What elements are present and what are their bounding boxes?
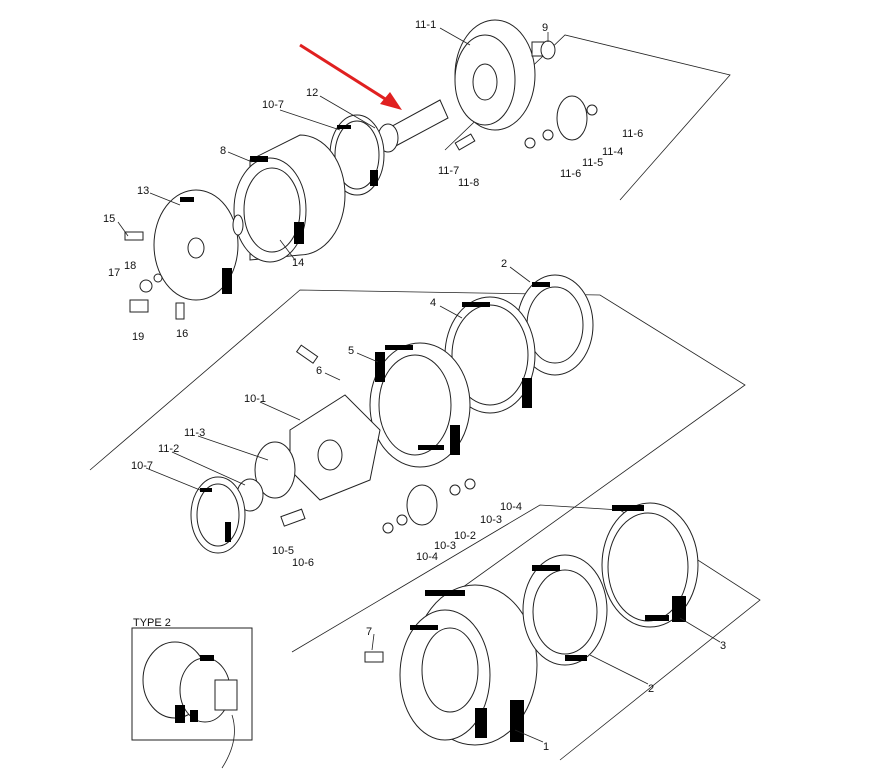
label-15: 15 bbox=[103, 213, 115, 225]
label-11-7: 11-7 bbox=[438, 165, 459, 177]
label-9: 9 bbox=[542, 22, 548, 34]
label-11-3: 11-3 bbox=[184, 427, 205, 439]
label-10-2: 10-2 bbox=[454, 530, 476, 542]
label-10-7-top: 10-7 bbox=[262, 99, 284, 111]
label-18: 18 bbox=[124, 260, 136, 272]
part-5-ring-gear bbox=[369, 342, 471, 468]
type-2-inset: TYPE 2 bbox=[131, 617, 253, 769]
part-13-cover bbox=[153, 189, 244, 301]
label-10-4-b: 10-4 bbox=[416, 551, 438, 563]
label-11-4: 11-4 bbox=[602, 146, 623, 158]
part-2-bearing-upper bbox=[516, 274, 594, 376]
label-13: 13 bbox=[137, 185, 149, 197]
label-8: 8 bbox=[220, 145, 226, 157]
label-14: 14 bbox=[292, 257, 304, 269]
label-11-1: 11-1 bbox=[415, 19, 436, 31]
label-4: 4 bbox=[430, 297, 436, 309]
label-10-3-a: 10-3 bbox=[480, 514, 502, 526]
label-3: 3 bbox=[720, 640, 726, 652]
label-10-3-b: 10-3 bbox=[434, 540, 456, 552]
label-16: 16 bbox=[176, 328, 188, 340]
group-outline-mid bbox=[89, 289, 746, 601]
label-11-5: 11-5 bbox=[582, 157, 603, 169]
label-12: 12 bbox=[306, 87, 318, 99]
part-8-housing bbox=[233, 134, 346, 263]
label-10-7-mid: 10-7 bbox=[131, 460, 153, 472]
part-12-shaft bbox=[377, 99, 449, 153]
part-labels: 11-1 9 12 10-7 8 13 15 17 18 19 16 14 11… bbox=[103, 19, 726, 753]
label-2-upper: 2 bbox=[501, 258, 507, 270]
label-19: 19 bbox=[132, 331, 144, 343]
label-11-2: 11-2 bbox=[158, 443, 179, 455]
type-2-label: TYPE 2 bbox=[133, 617, 171, 629]
mid-small-parts bbox=[190, 441, 476, 554]
label-10-1: 10-1 bbox=[244, 393, 266, 405]
label-2-lower: 2 bbox=[648, 683, 654, 695]
part-2-bearing-lower bbox=[522, 554, 608, 666]
label-7: 7 bbox=[366, 626, 372, 638]
part-10-1-carrier bbox=[289, 344, 381, 501]
label-17: 17 bbox=[108, 267, 120, 279]
label-6: 6 bbox=[316, 365, 322, 377]
part-10-7-ring bbox=[329, 114, 385, 196]
label-11-6-b: 11-6 bbox=[560, 168, 581, 180]
label-10-4-a: 10-4 bbox=[500, 501, 522, 513]
label-10-6: 10-6 bbox=[292, 557, 314, 569]
label-11-8: 11-8 bbox=[458, 177, 479, 189]
part-3-seal bbox=[601, 502, 699, 628]
part-11-1-carrier bbox=[454, 19, 551, 131]
label-5: 5 bbox=[348, 345, 354, 357]
part-1-hub bbox=[364, 584, 538, 746]
label-11-6-a: 11-6 bbox=[622, 128, 643, 140]
label-10-5: 10-5 bbox=[272, 545, 294, 557]
highlight-arrow bbox=[299, 43, 402, 110]
leader-lines bbox=[117, 27, 721, 743]
label-1: 1 bbox=[543, 741, 549, 753]
